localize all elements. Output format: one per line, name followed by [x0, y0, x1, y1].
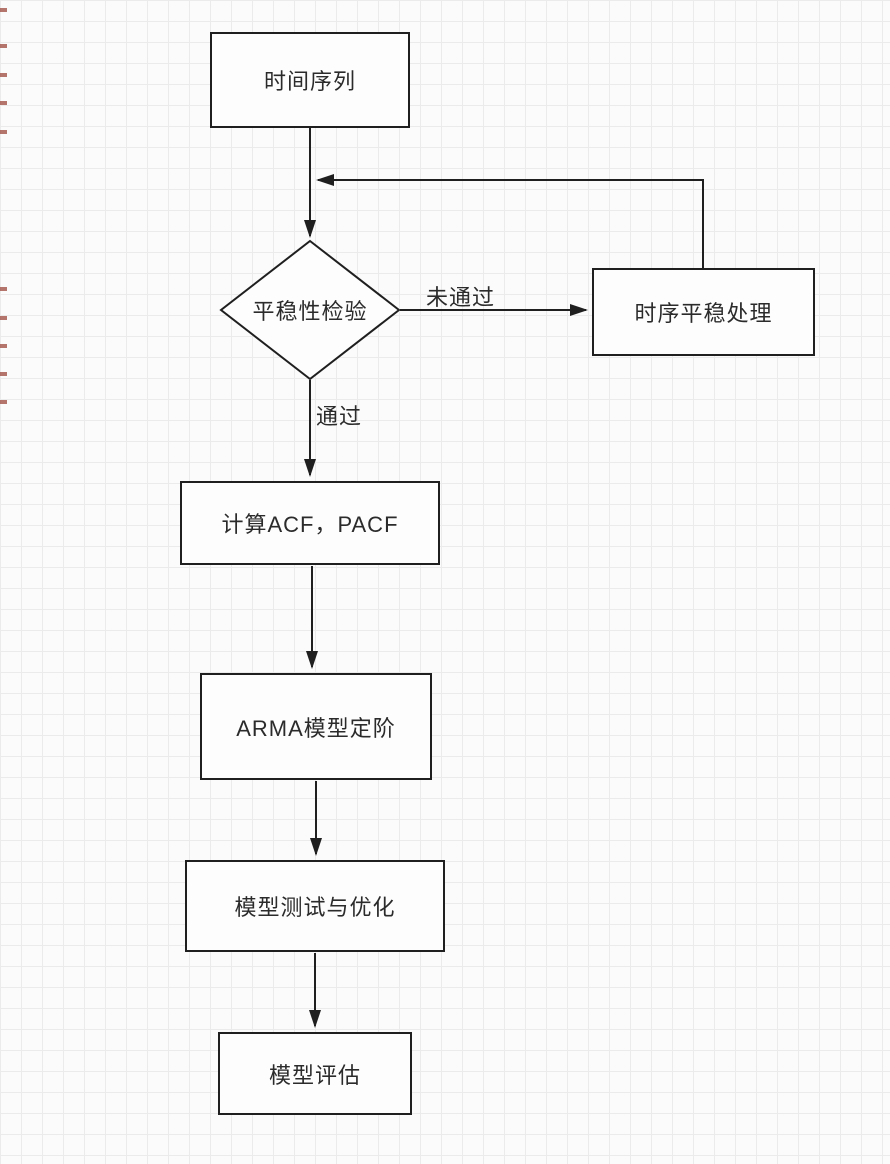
- node-model-test-optimize-label: 模型测试与优化: [234, 895, 396, 920]
- edge-artifact: [0, 44, 7, 48]
- edge-artifact: [0, 101, 7, 105]
- stationarity-test-text: 平稳性检验: [252, 299, 368, 324]
- node-time-series: 时间序列: [210, 32, 410, 128]
- node-time-series-label: 时间序列: [263, 69, 356, 94]
- node-model-evaluate: 模型评估: [218, 1032, 412, 1115]
- edge-artifact: [0, 400, 7, 404]
- node-compute-acf-pacf: 计算ACF，PACF: [180, 481, 440, 565]
- edge-artifact: [0, 372, 7, 376]
- node-arma-order: ARMA模型定阶: [200, 673, 432, 780]
- node-arma-order-label: ARMA模型定阶: [236, 715, 396, 741]
- edge-artifact: [0, 73, 7, 77]
- node-stationarize: 时序平稳处理: [592, 268, 815, 356]
- node-model-test-optimize: 模型测试与优化: [185, 860, 445, 952]
- edge-label-pass: 通过: [316, 404, 363, 429]
- node-model-evaluate-label: 模型评估: [268, 1062, 361, 1088]
- edge-label-fail: 未通过: [426, 285, 496, 310]
- edge-artifact: [0, 344, 7, 348]
- edge-artifact: [0, 8, 7, 12]
- edge-artifact: [0, 316, 7, 320]
- edge-artifact: [0, 287, 7, 291]
- node-compute-acf-pacf-label: 计算ACF，PACF: [221, 512, 399, 537]
- node-stationarity-test-label: 平稳性检验: [220, 240, 400, 380]
- node-stationarize-label: 时序平稳处理: [634, 301, 773, 326]
- edge-artifact: [0, 130, 7, 134]
